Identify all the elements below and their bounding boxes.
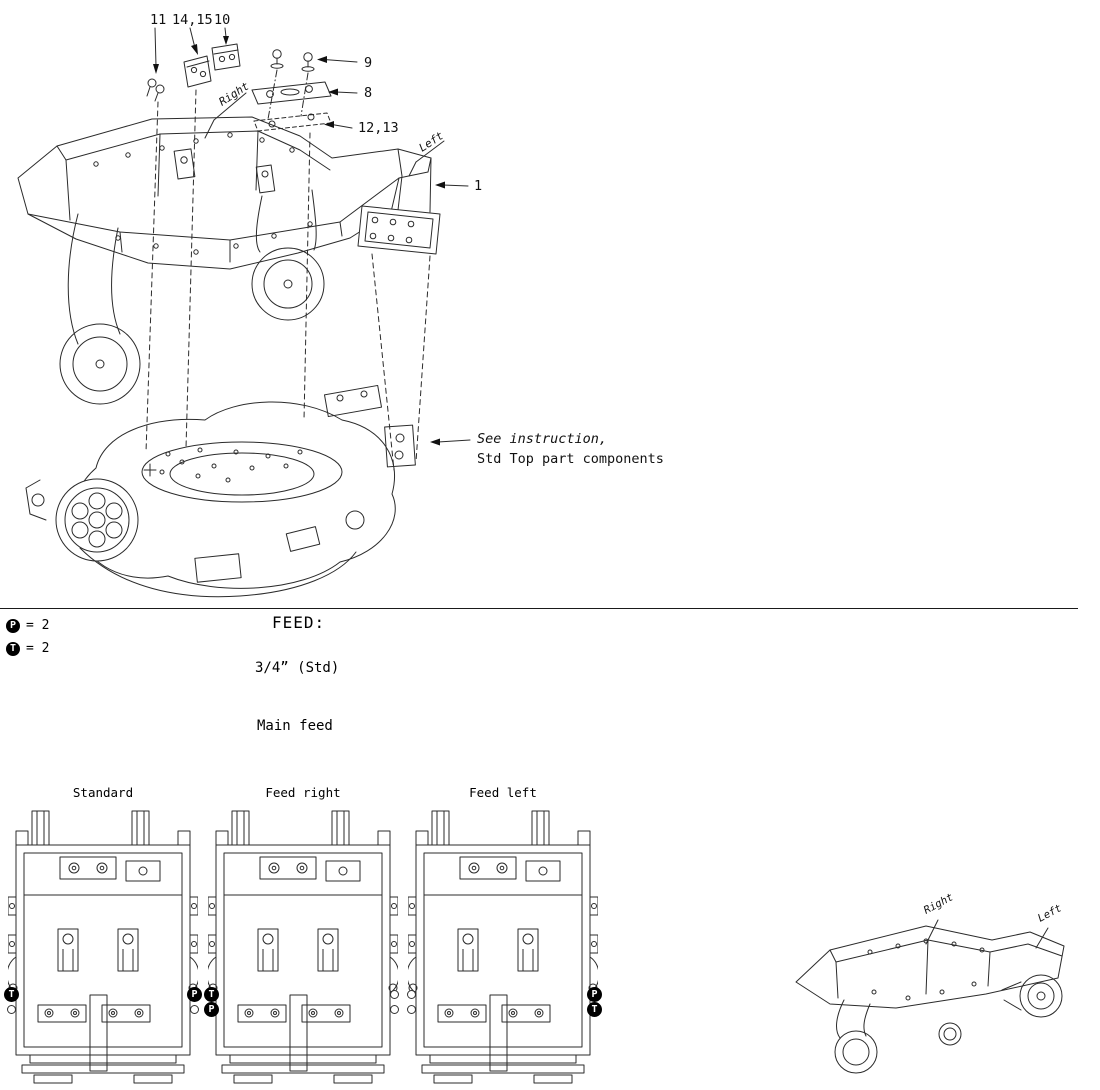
port-marker-t: T — [204, 987, 219, 1002]
port-circle — [407, 1005, 416, 1014]
callout-8: 8 — [364, 85, 372, 101]
small-view-left-label: Left — [1036, 902, 1064, 924]
variant-standard: Standard T P — [4, 785, 202, 1085]
p-port-icon: P — [6, 618, 20, 633]
top-frame — [17, 116, 432, 270]
rotator-assembly — [25, 384, 416, 598]
t-port-icon: T — [6, 641, 20, 656]
variant-feed-left-label: Feed left — [469, 785, 537, 800]
part-9-screws — [270, 49, 315, 72]
callout-arrowheads — [153, 36, 445, 446]
exploded-line-art — [17, 27, 471, 598]
instruction-note-line2: Std Top part components — [477, 451, 664, 467]
callout-14-15: 14,15 — [172, 12, 213, 28]
feed-heading: FEED: — [272, 613, 326, 632]
part-14-15-bracket — [183, 55, 212, 88]
instruction-note-line1: See instruction, — [477, 431, 607, 447]
port-marker-p: P — [587, 987, 602, 1002]
legend-row-t: T = 2 — [6, 637, 49, 660]
assembly-centerlines — [267, 69, 309, 120]
variant-feed-left: Feed left P T — [407, 785, 602, 1085]
right-mount-plate — [357, 148, 441, 255]
front-view-drawing-standard — [8, 810, 198, 1084]
callout-10: 10 — [214, 12, 230, 28]
exploded-view-drawing: 11 14,15 10 9 8 12,13 1 Right Left See i… — [17, 12, 664, 598]
variant-standard-label: Standard — [72, 785, 134, 800]
front-view-drawing-feed-right — [208, 810, 398, 1084]
port-marker-t: T — [587, 1002, 602, 1017]
exploded-dashed-lines — [145, 89, 431, 471]
port-marker-t: T — [4, 987, 19, 1002]
variant-feed-right-label: Feed right — [265, 785, 341, 800]
front-view-drawing-feed-left — [408, 810, 598, 1084]
port-circle — [407, 990, 416, 999]
callout-12-13: 12,13 — [358, 120, 399, 136]
orientation-right-label: Right — [217, 79, 252, 108]
port-circle — [390, 1005, 399, 1014]
small-iso-view-drawing: Right Left — [795, 891, 1065, 1074]
port-marker-p: P — [204, 1002, 219, 1017]
port-legend: P = 2 T = 2 — [6, 614, 49, 660]
port-circle — [390, 990, 399, 999]
feed-size: 3/4” (Std) — [255, 660, 340, 676]
part-10-bracket — [211, 43, 241, 71]
legend-t-value: = 2 — [26, 641, 50, 656]
part-8-plate — [251, 81, 332, 105]
port-circle — [190, 1005, 199, 1014]
callout-11: 11 — [150, 12, 166, 28]
small-view-right-label: Right — [922, 891, 956, 916]
port-circle — [7, 1005, 16, 1014]
callout-leaders — [154, 27, 471, 443]
callout-9: 9 — [364, 55, 372, 71]
legend-row-p: P = 2 — [6, 614, 49, 637]
callout-1: 1 — [474, 178, 482, 194]
small-iso-line-art — [795, 919, 1065, 1074]
part-11-screws — [146, 78, 165, 102]
variant-feed-right: Feed right T P — [204, 785, 399, 1085]
section-divider — [0, 608, 1078, 609]
hanger-rings — [59, 189, 325, 405]
port-marker-p: P — [187, 987, 202, 1002]
legend-p-value: = 2 — [26, 618, 50, 633]
feed-type: Main feed — [257, 718, 333, 734]
